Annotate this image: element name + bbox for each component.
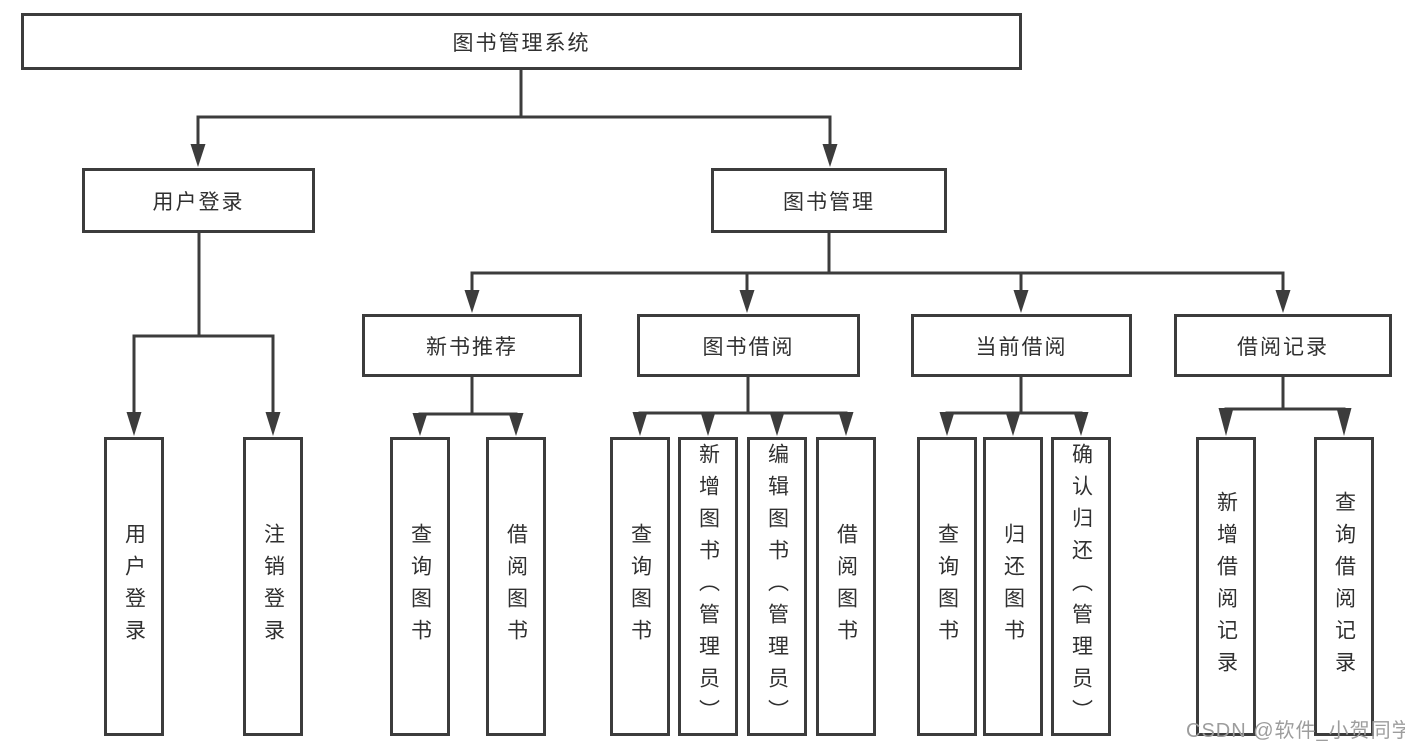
leaf-bb-borrow-books: 借阅图书 xyxy=(816,437,876,736)
leaf-user-login-label: 用户登录 xyxy=(122,522,146,651)
leaf-cb-return-books-label: 归还图书 xyxy=(1001,522,1025,651)
node-root-label: 图书管理系统 xyxy=(452,31,591,55)
leaf-cb-query-books: 查询图书 xyxy=(917,437,977,736)
node-borrow-records: 借阅记录 xyxy=(1174,314,1392,377)
leaf-bb-query-books: 查询图书 xyxy=(610,437,670,736)
leaf-logout-login: 注销登录 xyxy=(243,437,303,736)
leaf-br-query-borrow-record-label: 查询借阅记录 xyxy=(1332,490,1356,683)
leaf-bb-borrow-books-label: 借阅图书 xyxy=(834,522,858,651)
leaf-nb-query-books-label: 查询图书 xyxy=(408,522,432,651)
leaf-bb-query-books-label: 查询图书 xyxy=(628,522,652,651)
node-book-borrow-label: 图书借阅 xyxy=(702,335,795,359)
csdn-watermark: CSDN @软件_小贺同学 xyxy=(1186,720,1405,742)
leaf-br-add-borrow-record-label: 新增借阅记录 xyxy=(1214,490,1238,683)
leaf-cb-query-books-label: 查询图书 xyxy=(935,522,959,651)
leaf-cb-confirm-return-admin-label: 确认归还（管理员） xyxy=(1069,442,1093,731)
node-current-borrow-label: 当前借阅 xyxy=(975,335,1068,359)
leaf-bb-add-books-admin-label: 新增图书（管理员） xyxy=(696,442,720,731)
leaf-bb-add-books-admin: 新增图书（管理员） xyxy=(678,437,738,736)
leaf-bb-edit-books-admin-label: 编辑图书（管理员） xyxy=(765,442,789,731)
leaf-cb-return-books: 归还图书 xyxy=(983,437,1043,736)
leaf-nb-borrow-books: 借阅图书 xyxy=(486,437,546,736)
leaf-nb-borrow-books-label: 借阅图书 xyxy=(504,522,528,651)
leaf-br-add-borrow-record: 新增借阅记录 xyxy=(1196,437,1256,736)
leaf-br-query-borrow-record: 查询借阅记录 xyxy=(1314,437,1374,736)
leaf-bb-edit-books-admin: 编辑图书（管理员） xyxy=(747,437,807,736)
node-user-login: 用户登录 xyxy=(82,168,315,233)
leaf-cb-confirm-return-admin: 确认归还（管理员） xyxy=(1051,437,1111,736)
node-new-book-recommend-label: 新书推荐 xyxy=(426,335,518,359)
node-user-login-label: 用户登录 xyxy=(152,190,245,214)
node-book-management-label: 图书管理 xyxy=(783,190,875,214)
node-new-book-recommend: 新书推荐 xyxy=(362,314,582,377)
node-borrow-records-label: 借阅记录 xyxy=(1237,335,1329,359)
leaf-logout-login-label: 注销登录 xyxy=(261,522,285,651)
leaf-user-login: 用户登录 xyxy=(104,437,164,736)
node-book-management: 图书管理 xyxy=(711,168,947,233)
node-book-borrow: 图书借阅 xyxy=(637,314,860,377)
node-root-library-management-system: 图书管理系统 xyxy=(21,13,1022,70)
node-current-borrow: 当前借阅 xyxy=(911,314,1132,377)
leaf-nb-query-books: 查询图书 xyxy=(390,437,450,736)
